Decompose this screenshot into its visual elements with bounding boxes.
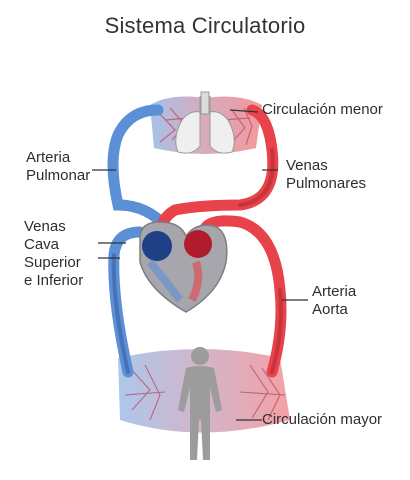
lungs-icon: [175, 91, 235, 154]
label-line: Venas: [286, 157, 328, 174]
label-arteria-aorta: Arteria Aorta: [312, 283, 356, 319]
human-body-icon: [178, 347, 222, 460]
oxygenated-vessels: [155, 104, 287, 378]
label-circulacion-mayor: Circulación mayor: [262, 411, 383, 428]
label-line: Arteria: [312, 283, 357, 300]
heart-icon: [139, 221, 228, 313]
label-line: Venas: [24, 218, 66, 235]
label-venas-pulmonares: Venas Pulmonares: [286, 157, 366, 193]
label-line: Aorta: [312, 301, 348, 318]
vessel-shading: [111, 148, 283, 374]
label-line: Cava: [24, 236, 60, 253]
label-line: Arteria: [26, 149, 71, 166]
diagram-title: Sistema Circulatorio: [104, 13, 306, 38]
leader-lines: [92, 109, 308, 421]
label-line: Superior: [24, 254, 81, 271]
label-circulacion-menor: Circulación menor: [262, 101, 383, 118]
deoxygenated-vessels: [107, 104, 176, 378]
label-arteria-pulmonar: Arteria Pulmonar: [26, 149, 90, 185]
label-line: e Inferior: [24, 272, 84, 289]
label-line: Pulmonares: [286, 175, 367, 192]
label-line: Pulmonar: [26, 167, 91, 184]
label-venas-cava: Venas Cava Superior e Inferior: [24, 218, 83, 290]
